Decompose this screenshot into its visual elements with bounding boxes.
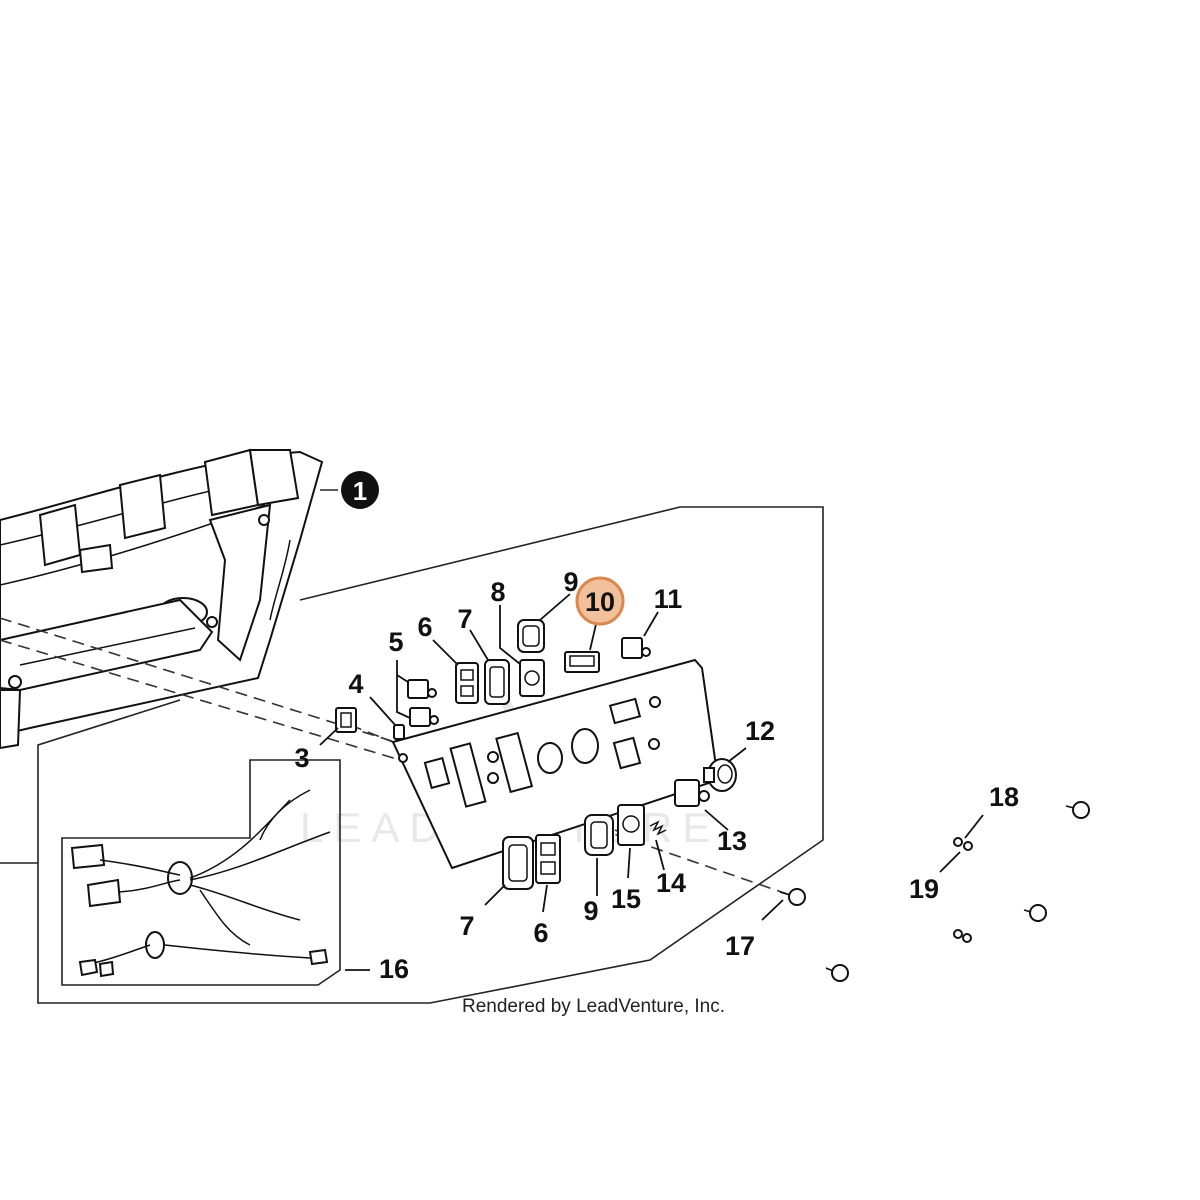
component-8-receptacle [519,659,545,697]
render-credit: Rendered by LeadVenture, Inc. [462,996,725,1017]
callout-10-highlighted[interactable]: 10 [575,576,625,626]
wiring-harness [61,759,341,986]
fasteners [779,801,1090,982]
leader-lines [319,593,984,971]
component-3-rocker-switch [335,707,357,733]
callout-19[interactable]: 19 [909,874,939,904]
callout-12[interactable]: 12 [745,716,775,746]
callout-3[interactable]: 3 [294,743,309,773]
callout-labels: 1 3 4 5 6 7 8 9 10 11 12 13 14 15 9 6 7 … [294,471,1019,984]
callout-6-bottom[interactable]: 6 [533,918,548,948]
callout-11[interactable]: 11 [654,584,683,614]
callout-17[interactable]: 17 [725,931,755,961]
component-7-cover-top [484,659,510,705]
callout-18[interactable]: 18 [989,782,1019,812]
screw-19-b [1023,904,1047,922]
component-7-cover-bottom [502,836,534,890]
component-12-usb-socket [703,758,737,792]
callout-10-highlight [575,576,625,626]
callout-9-bottom[interactable]: 9 [583,896,598,926]
callout-8[interactable]: 8 [490,577,505,607]
callout-5[interactable]: 5 [388,627,403,657]
callout-9-top[interactable]: 9 [563,567,578,597]
callout-15[interactable]: 15 [611,884,641,914]
callout-10: 10 [585,587,615,617]
component-9-cap-bottom [584,814,614,856]
component-9-cap-top [517,619,545,653]
component-13-switch [674,779,710,807]
callout-4[interactable]: 4 [348,669,363,699]
component-10-meter [564,651,600,673]
callout-6-top[interactable]: 6 [417,612,432,642]
component-4-small-switch [393,724,405,740]
washer-19-c [953,929,972,943]
assembly-frame [0,489,824,1004]
callout-7-bottom[interactable]: 7 [459,911,474,941]
component-6-outlet-top [455,662,479,704]
screw-18 [1065,801,1090,819]
screw-17 [779,888,806,906]
component-15-receptacle-bottom [617,804,645,846]
callout-14[interactable]: 14 [656,868,686,898]
washer-19-a [953,837,973,851]
callout-13[interactable]: 13 [717,826,747,856]
callout-1[interactable]: 1 [341,471,379,509]
component-11-switch [621,637,651,659]
callout-16[interactable]: 16 [379,954,409,984]
component-5-breakers [407,679,439,727]
callout-1-text: 1 [353,476,367,506]
control-panel-plate [391,658,720,870]
component-6-outlet-bottom [535,834,561,884]
callout-7-top[interactable]: 7 [457,604,472,634]
component-14-spring [649,820,667,836]
screw-17-b [825,964,849,982]
